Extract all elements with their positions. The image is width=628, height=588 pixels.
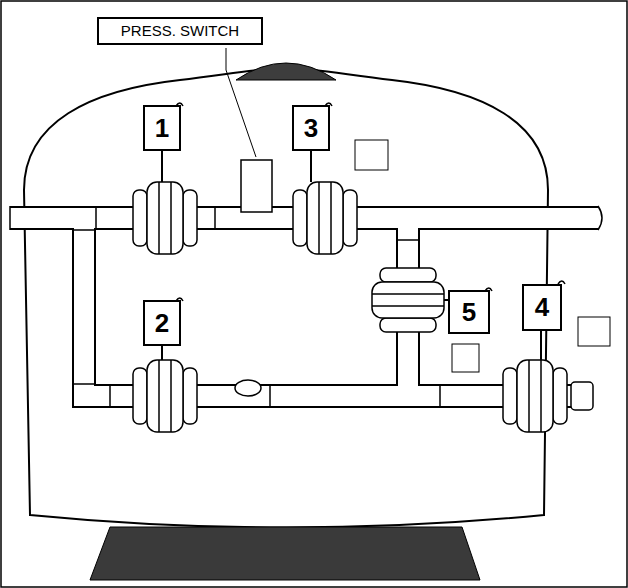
callout-number-box: 4 — [522, 284, 562, 331]
callout-number-box: 5 — [448, 290, 490, 334]
tank-base — [90, 527, 480, 580]
callout-number: 3 — [304, 114, 318, 143]
pressure-switch-body — [241, 160, 272, 212]
component-label: PRESS. SWITCH — [121, 23, 239, 40]
callout-number: 4 — [535, 293, 549, 322]
valve-symbols — [133, 182, 593, 432]
tank-body — [24, 68, 548, 528]
callout-number-box: 1 — [143, 105, 181, 151]
pipe-fitting — [235, 380, 261, 396]
actuator-hooks — [176, 103, 565, 301]
leader-line — [226, 48, 256, 157]
actuator-stems — [162, 151, 541, 360]
empty-boxes — [355, 140, 610, 372]
callout-number: 2 — [155, 309, 169, 338]
callout-number-box: 3 — [292, 105, 330, 151]
callout-number: 5 — [462, 298, 476, 327]
label-box: PRESS. SWITCH — [97, 17, 263, 45]
tank-dome — [236, 63, 336, 80]
callout-number-box: 2 — [143, 300, 181, 346]
callout-number: 1 — [155, 114, 169, 143]
